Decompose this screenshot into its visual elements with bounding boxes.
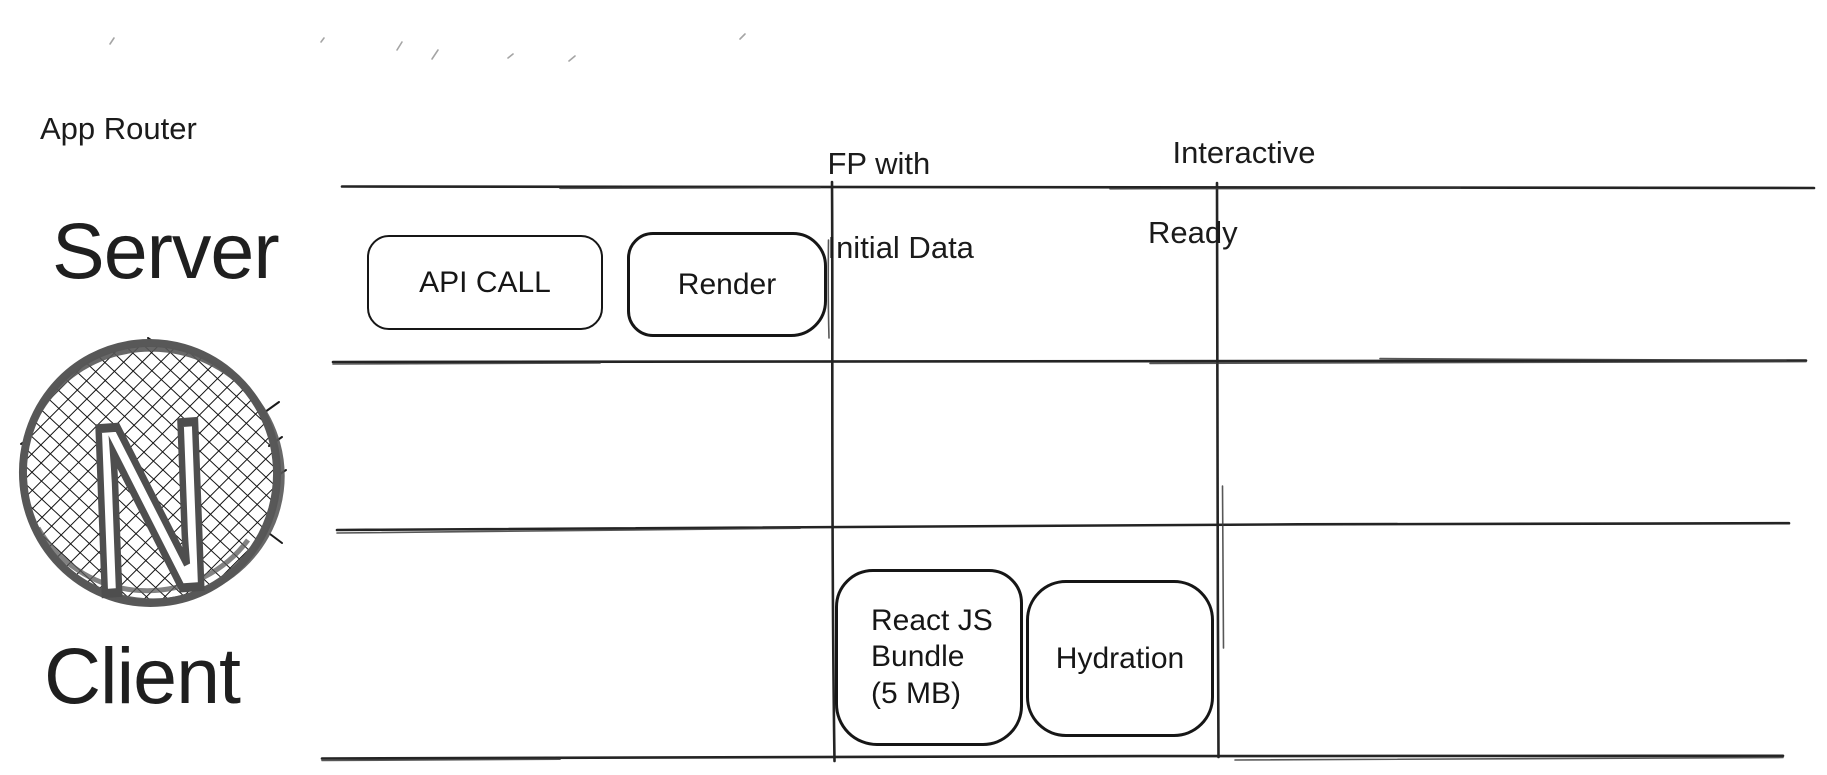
render-box-label: Render (677, 267, 777, 301)
client-lane-label: Client (44, 631, 241, 720)
server-lane-bottom-line (331, 358, 1808, 364)
server-lane-top-line (340, 184, 1816, 190)
react-js-bundle-box-label-line2: Bundle (871, 640, 965, 674)
fp-milestone-label-line1: FP with (827, 146, 931, 181)
app-router-label: App Router (40, 111, 197, 146)
api-call-box: API CALL (367, 235, 603, 330)
nextjs-logo: N (18, 337, 287, 620)
stray-pen-marks (109, 33, 746, 62)
fp-milestone-line (830, 180, 836, 763)
fp-milestone-label-line2: Initial Data (827, 230, 974, 265)
interactive-milestone-label: Interactive Ready (1138, 93, 1315, 333)
interactive-milestone-label-line2: Ready (1148, 215, 1238, 250)
hydration-box-label: Hydration (1055, 641, 1185, 675)
sketch-overstrokes (321, 186, 1807, 762)
interactive-milestone-label-line1: Interactive (1172, 135, 1316, 170)
render-box: Render (627, 232, 827, 337)
react-js-bundle-box-label-line1: React JS (871, 603, 993, 637)
client-lane-top-line (335, 521, 1791, 532)
server-lane-label: Server (52, 206, 280, 295)
react-js-bundle-box: React JS Bundle (5 MB) (835, 569, 1023, 746)
react-js-bundle-box-label-line3: (5 MB) (871, 676, 961, 710)
fp-milestone-label: FP with Initial Data (793, 101, 974, 311)
logo-letter-n: N (79, 366, 221, 620)
logo-circle-outline (18, 339, 285, 607)
api-call-box-label: API CALL (419, 265, 551, 299)
svg-text:N: N (83, 370, 218, 620)
hydration-box: Hydration (1026, 580, 1214, 737)
interactive-milestone-line (1215, 181, 1220, 759)
client-lane-bottom-line (320, 754, 1785, 760)
